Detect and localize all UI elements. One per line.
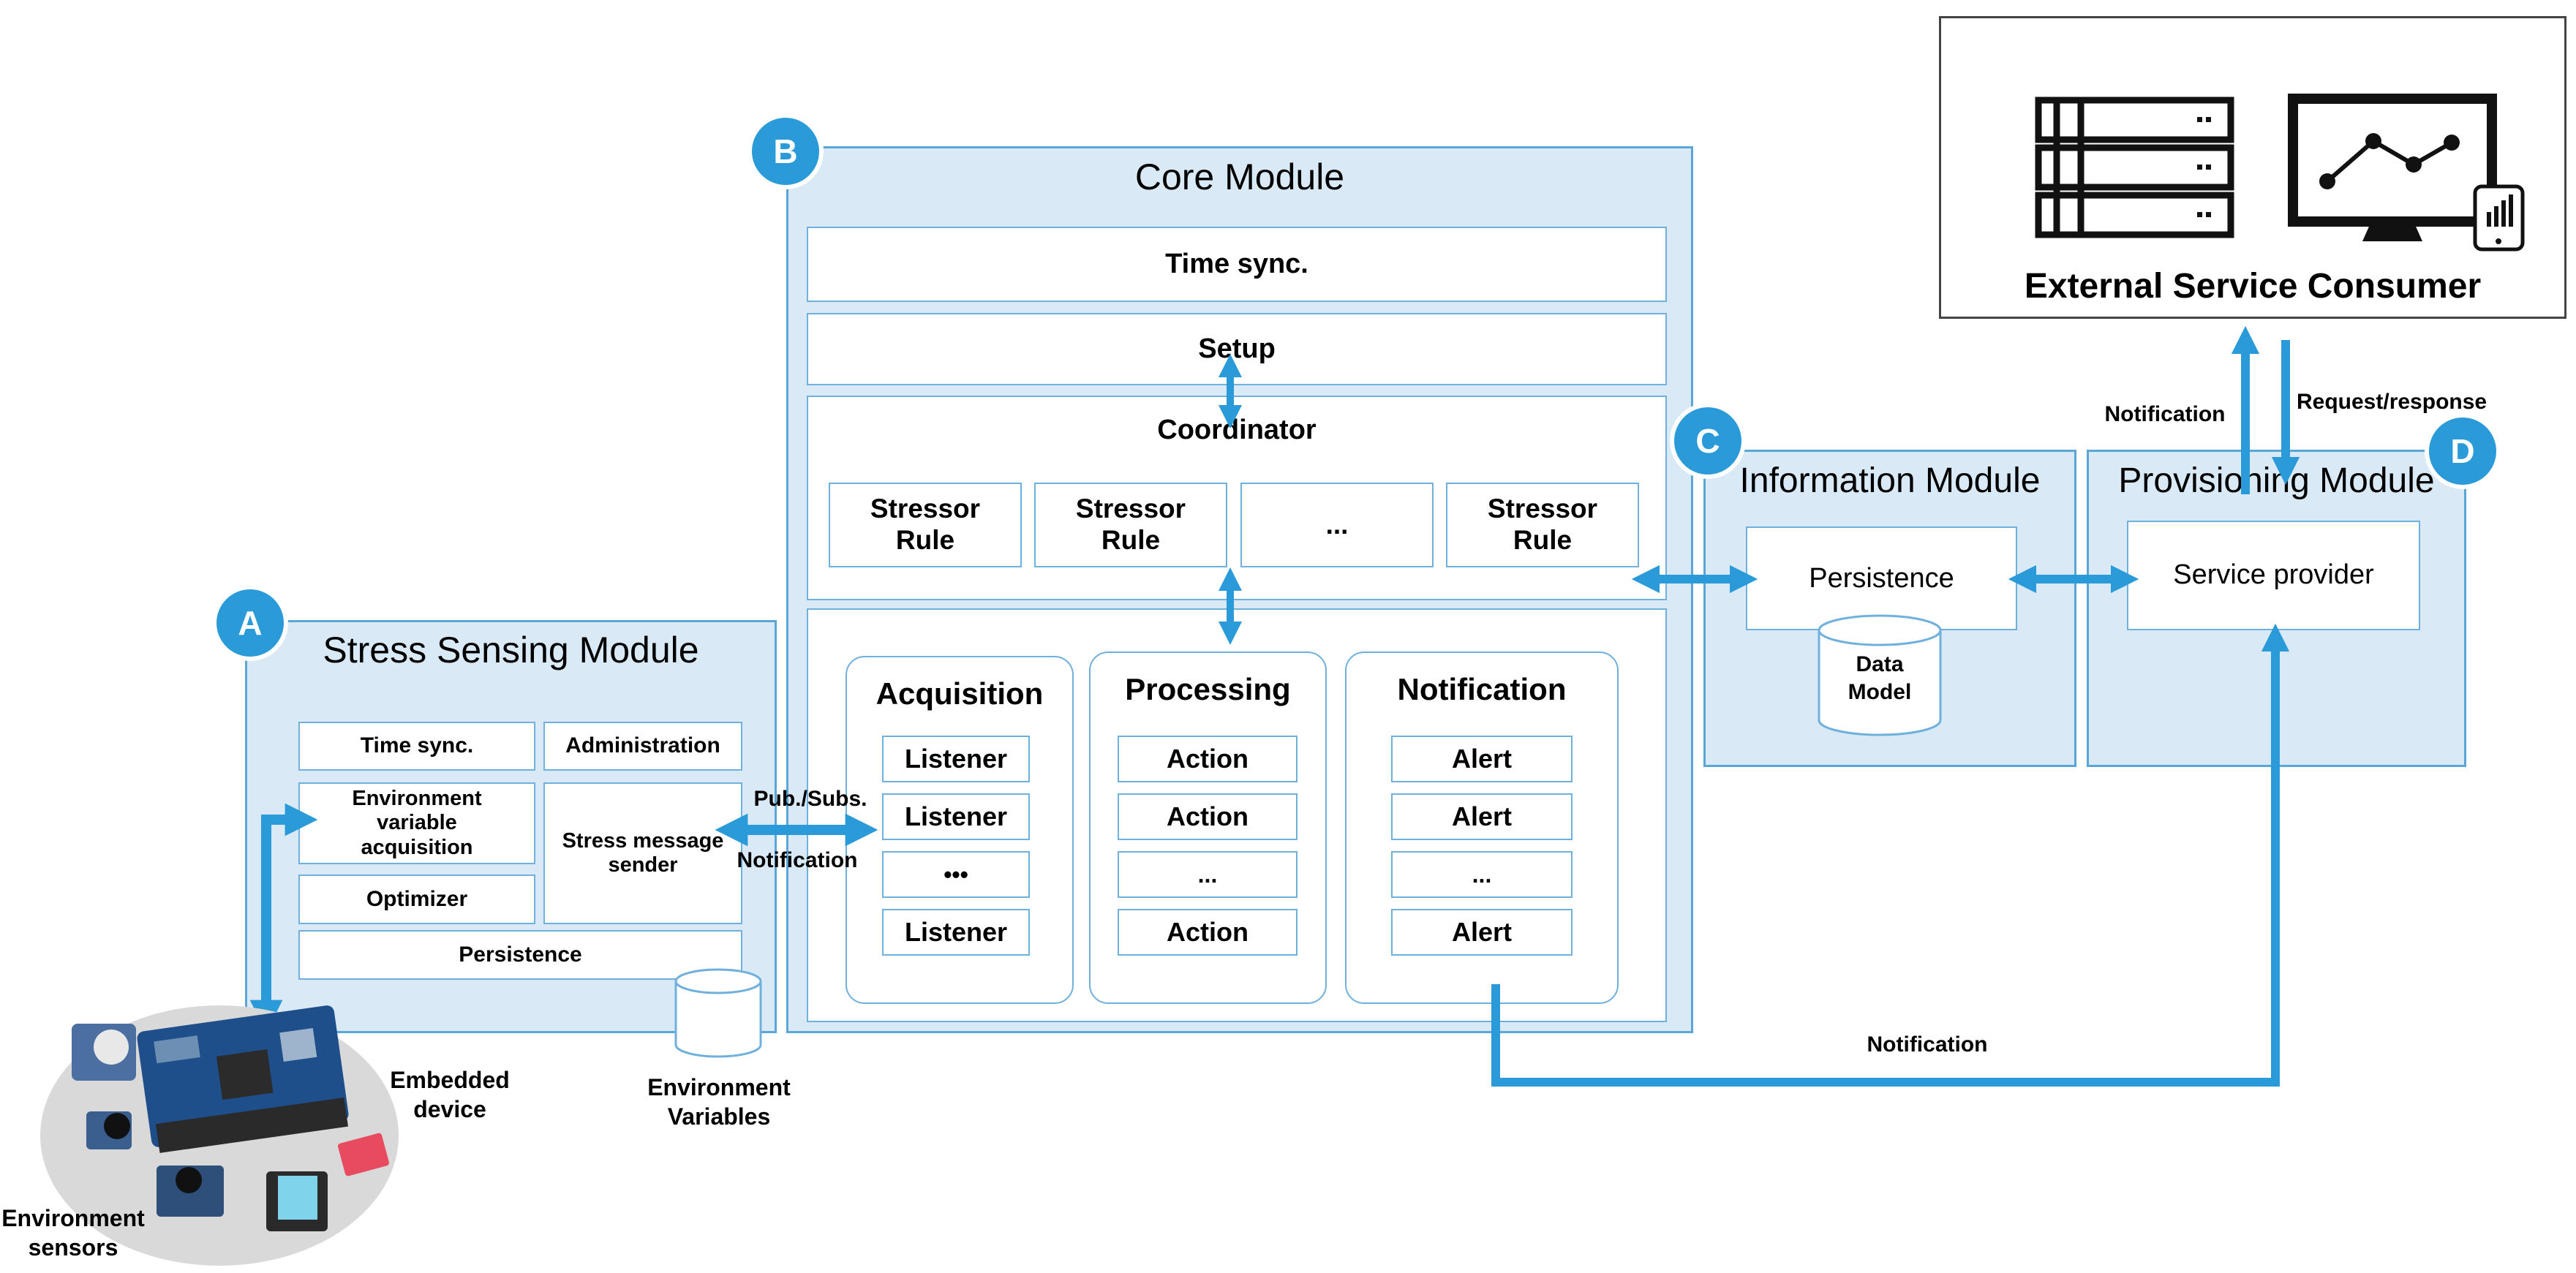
action-ellipsis: ...	[1118, 851, 1298, 898]
listener-1: Listener	[882, 736, 1030, 782]
notification-top-label: Notification	[2104, 402, 2226, 426]
action-2: Action	[1118, 793, 1298, 840]
service-provider: Service provider	[2127, 521, 2420, 630]
request-response-label: Request/response	[2297, 390, 2488, 414]
arrow-notification-loop	[1491, 623, 2290, 1087]
server-rack-icon	[2035, 97, 2234, 238]
stressor-rule-ellipsis: ...	[1240, 483, 1434, 567]
stress-sensing-module-title: Stress Sensing Module	[323, 630, 699, 671]
ssm-optimizer: Optimizer	[298, 875, 535, 924]
ssm-env-acquisition: Environment variable acquisition	[298, 782, 535, 864]
ssm-time-sync: Time sync.	[298, 722, 535, 771]
action-3: Action	[1118, 909, 1298, 956]
monitor-icon	[2288, 94, 2497, 241]
notification-title: Notification	[1397, 672, 1567, 706]
external-service-consumer	[1939, 16, 2566, 319]
data-model-cylinder	[1818, 614, 1942, 736]
core-time-sync: Time sync.	[807, 227, 1667, 302]
listener-2: Listener	[882, 793, 1030, 840]
external-service-consumer-title: External Service Consumer	[2024, 267, 2482, 306]
stressor-rule-2: Stressor Rule	[1034, 483, 1227, 567]
badge-a: A	[216, 589, 284, 657]
environment-sensors-label: Environment sensors	[1, 1205, 145, 1261]
badge-d: D	[2429, 418, 2496, 485]
stressor-rule-3: Stressor Rule	[1446, 483, 1639, 567]
badge-c: C	[1674, 407, 1741, 475]
arrow-device-acquisition	[249, 803, 318, 1033]
stressor-rule-1: Stressor Rule	[829, 483, 1022, 567]
information-module-title: Information Module	[1739, 461, 2041, 500]
server-rack-leds	[2197, 117, 2211, 217]
environment-variables-label: Environment Variables	[647, 1074, 791, 1130]
ssm-persistence: Persistence	[298, 930, 742, 980]
core-module-title: Core Module	[1134, 156, 1345, 197]
alert-2: Alert	[1391, 793, 1573, 840]
phone-icon	[2473, 184, 2525, 252]
listener-ellipsis: •••	[882, 851, 1030, 898]
alert-ellipsis: ...	[1391, 851, 1573, 898]
embedded-device-label: Embedded device	[390, 1067, 510, 1122]
alert-1: Alert	[1391, 736, 1573, 782]
notification-bottom-label: Notification	[1867, 1032, 1988, 1057]
alert-3: Alert	[1391, 909, 1573, 956]
environment-variables-cylinder	[674, 968, 762, 1058]
listener-3: Listener	[882, 909, 1030, 956]
action-1: Action	[1118, 736, 1298, 782]
ssm-administration: Administration	[543, 722, 742, 771]
embedded-device-illustration	[40, 1005, 399, 1266]
ssm-stress-message-sender: Stress message sender	[543, 782, 742, 924]
notification-left-label: Notification	[737, 848, 858, 872]
acquisition-title: Acquisition	[875, 676, 1044, 711]
processing-title: Processing	[1125, 672, 1291, 706]
pubsub-label: Pub./Subs.	[753, 787, 867, 811]
cylinder-data-model-label: Data Model	[1848, 652, 1912, 704]
badge-b: B	[752, 118, 819, 185]
